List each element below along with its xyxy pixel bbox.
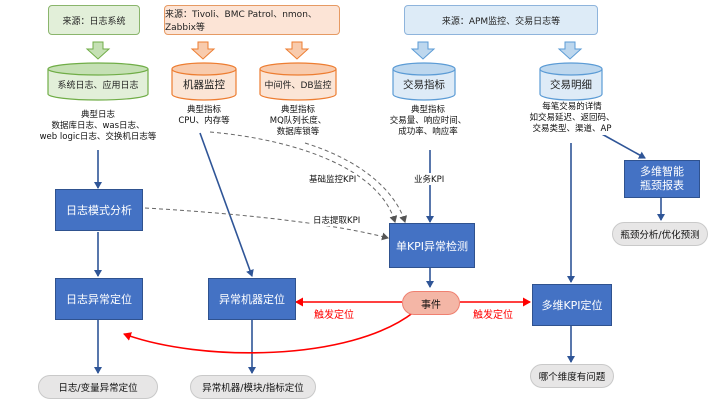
label-basic-kpi: 基础监控KPI bbox=[308, 173, 358, 185]
database-txn-details-shape bbox=[539, 62, 603, 101]
event-node[interactable]: 事件 bbox=[402, 291, 460, 315]
source-arrow-txn-details bbox=[557, 41, 583, 60]
edge-middleware-basic-kpi bbox=[304, 142, 408, 223]
source-arrow-txn-metrics bbox=[410, 41, 436, 60]
box-log-pattern[interactable]: 日志模式分析 bbox=[55, 189, 143, 231]
box-log-locate[interactable]: 日志异常定位 bbox=[55, 278, 143, 320]
box-smart-report[interactable]: 多维智能 瓶颈报表 bbox=[624, 160, 700, 198]
source-arrow-logs bbox=[85, 41, 111, 60]
box-machine-locate[interactable]: 异常机器定位 bbox=[208, 278, 296, 320]
note-middleware: 典型指标 MQ队列长度、 数据库锁等 bbox=[256, 105, 340, 138]
source-monitoring: 来源：Tivoli、BMC Patrol、nmon、Zabbix等 bbox=[164, 5, 340, 35]
source-apm: 来源：APM监控、交易日志等 bbox=[404, 5, 598, 35]
edge-txndetails-to-report bbox=[599, 132, 646, 159]
database-machine-shape bbox=[171, 62, 237, 101]
database-middleware-shape bbox=[259, 62, 337, 101]
edge-machine-to-locate bbox=[199, 132, 254, 277]
database-txn-metrics: 交易指标 bbox=[403, 79, 445, 91]
note-txn-details: 每笔交易的详情 如交易延迟、返回码、 交易类型、渠道、AP bbox=[522, 102, 622, 135]
edge-machine-basic-kpi bbox=[209, 131, 398, 223]
output-bottleneck: 瓶颈分析/优化预测 bbox=[612, 222, 708, 246]
output-machine: 异常机器/模块/指标定位 bbox=[190, 375, 316, 399]
label-business-kpi: 业务KPI bbox=[413, 173, 446, 185]
database-logs-shape bbox=[47, 62, 149, 101]
database-txn-metrics-shape bbox=[392, 62, 456, 101]
output-dimension: 哪个维度有问题 bbox=[530, 364, 614, 388]
note-logs: 典型日志 数据库日志、was日志、 web logic日志、交换机日志等 bbox=[39, 110, 157, 142]
label-log-kpi: 日志提取KPI bbox=[312, 214, 362, 226]
output-log: 日志/变量异常定位 bbox=[38, 375, 158, 399]
label-trigger-left: 触发定位 bbox=[314, 310, 354, 321]
database-txn-details: 交易明细 bbox=[550, 79, 592, 91]
label-trigger-right: 触发定位 bbox=[473, 310, 513, 321]
note-machine: 典型指标 CPU、内存等 bbox=[160, 105, 248, 127]
database-middleware: 中间件、DB监控 bbox=[264, 81, 332, 91]
source-arrow-machine bbox=[190, 41, 216, 60]
edge-event-to-loglocate bbox=[123, 311, 415, 354]
box-multi-kpi[interactable]: 多维KPI定位 bbox=[532, 284, 612, 326]
note-txn-metrics: 典型指标 交易量、响应时间、 成功率、响应率 bbox=[380, 105, 476, 138]
box-kpi-detect[interactable]: 单KPI异常检测 bbox=[389, 223, 475, 268]
source-arrow-middleware bbox=[284, 41, 310, 60]
source-logs: 来源：日志系统 bbox=[48, 5, 140, 35]
edge-pattern-log-kpi bbox=[144, 207, 389, 241]
database-logs: 系统日志、应用日志 bbox=[57, 81, 139, 91]
database-machine: 机器监控 bbox=[183, 79, 225, 91]
